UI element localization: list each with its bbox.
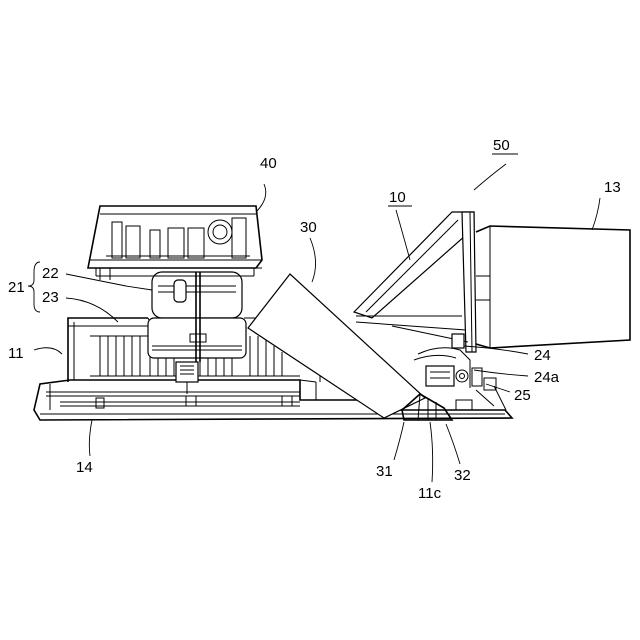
upper-enclosure (88, 206, 262, 280)
label-32: 32 (454, 467, 471, 484)
label-24: 24 (534, 347, 551, 364)
motor-unit (148, 272, 246, 362)
label-22: 22 (42, 265, 59, 282)
label-23: 23 (42, 289, 59, 306)
label-50: 50 (493, 137, 510, 154)
label-24a: 24a (534, 369, 560, 386)
support-frame (354, 212, 476, 352)
label-31: 31 (376, 463, 393, 480)
label-25: 25 (514, 387, 531, 404)
label-14: 14 (76, 459, 93, 476)
label-13: 13 (604, 179, 621, 196)
cylinder-tube (476, 226, 630, 348)
label-30: 30 (300, 219, 317, 236)
label-11c: 11c (418, 485, 442, 502)
label-40: 40 (260, 155, 277, 172)
label-11: 11 (8, 345, 24, 362)
bracket-21 (28, 262, 40, 312)
label-10: 10 (389, 189, 406, 206)
label-21: 21 (8, 279, 25, 296)
